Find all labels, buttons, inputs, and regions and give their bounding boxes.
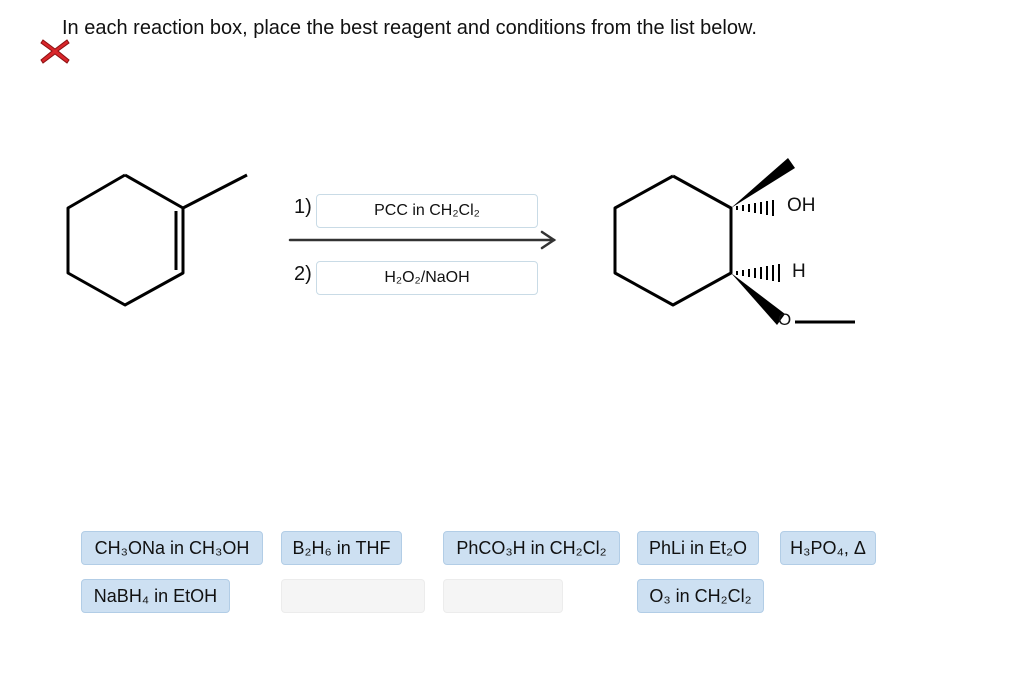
close-x-icon: [38, 36, 72, 66]
reagent-b2h6[interactable]: B₂H₆ in THF: [281, 531, 402, 565]
reagent-h3po4[interactable]: H₃PO₄, Δ: [780, 531, 876, 565]
reagent-o3[interactable]: O₃ in CH₂Cl₂: [637, 579, 764, 613]
product-structure: [613, 158, 855, 325]
empty-reagent-slot: [281, 579, 425, 613]
reactant-structure: [66, 173, 248, 307]
step-2-reagent: H₂O₂/NaOH: [384, 269, 470, 286]
reagent-nabh4[interactable]: NaBH₄ in EtOH: [81, 579, 230, 613]
instruction-text: In each reaction box, place the best rea…: [62, 17, 757, 39]
step-1-number: 1): [294, 196, 312, 218]
step-2-drop-box[interactable]: H₂O₂/NaOH: [316, 261, 538, 295]
step-2-number: 2): [294, 263, 312, 285]
reagent-ch3ona[interactable]: CH₃ONa in CH₃OH: [81, 531, 263, 565]
product-h-label: H: [792, 261, 806, 282]
product-oh-label: OH: [787, 195, 816, 216]
reaction-arrow: [288, 230, 557, 250]
step-1-reagent: PCC in CH₂Cl₂: [374, 202, 480, 219]
step-1-drop-box[interactable]: PCC in CH₂Cl₂: [316, 194, 538, 228]
reagent-phli[interactable]: PhLi in Et₂O: [637, 531, 759, 565]
reagent-phco3h[interactable]: PhCO₃H in CH₂Cl₂: [443, 531, 620, 565]
empty-reagent-slot: [443, 579, 563, 613]
product-o-label: O: [778, 310, 792, 329]
